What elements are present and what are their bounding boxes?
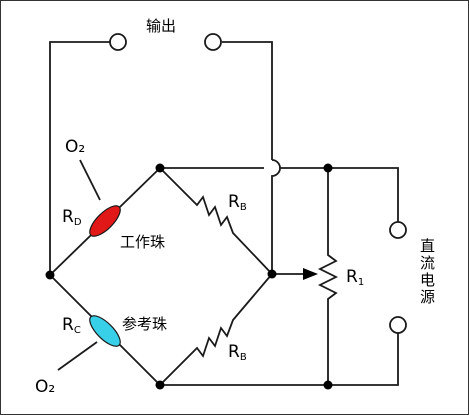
rb-top-main: R <box>228 192 240 212</box>
output-terminal-right <box>204 33 222 51</box>
o2-bottom-label: O₂ <box>35 377 55 397</box>
rd-sub: D <box>74 217 82 228</box>
bottom-rail <box>160 332 399 386</box>
o2-top-label: O₂ <box>65 137 85 157</box>
rb-top-label: RB <box>228 192 247 213</box>
bridge-arm-rb-top <box>159 167 273 275</box>
rd-label: RD <box>62 207 82 228</box>
r1-sub: 1 <box>358 277 364 288</box>
working-bead-label: 工作珠 <box>120 233 165 251</box>
o2-bottom-leader <box>57 341 98 371</box>
dc-terminal-top <box>389 221 407 239</box>
rd-main: R <box>62 207 74 227</box>
o2-top-leader <box>79 159 101 201</box>
junction-right <box>267 269 277 279</box>
junction-r1-top <box>323 163 333 173</box>
reference-bead-label: 参考珠 <box>122 315 167 333</box>
rb-bottom-label: RB <box>228 342 247 363</box>
junction-left <box>45 270 55 280</box>
r1-main: R <box>346 267 358 287</box>
junction-r1-bottom <box>323 380 333 390</box>
output-terminal-left <box>109 33 127 51</box>
rc-label: RC <box>62 315 81 336</box>
right-output-lead <box>222 41 273 160</box>
dc-supply-label: 直流电源 <box>418 238 436 306</box>
left-output-lead <box>49 41 110 275</box>
rc-sub: C <box>74 325 81 336</box>
dc-terminal-bottom <box>389 316 407 334</box>
wire-crossover <box>271 159 281 274</box>
r1-label: R1 <box>346 267 364 288</box>
reference-bead <box>89 315 121 347</box>
potentiometer-r1 <box>317 168 339 385</box>
rb-bottom-main: R <box>228 342 240 362</box>
bridge-arm-rb-bottom <box>159 273 273 386</box>
wiper-arrowhead <box>303 268 318 280</box>
top-rail <box>160 167 399 222</box>
rb-bottom-sub: B <box>240 352 247 363</box>
output-label: 输出 <box>146 17 176 35</box>
rb-top-sub: B <box>240 202 247 213</box>
junction-bottom <box>155 380 165 390</box>
rc-main: R <box>62 315 74 335</box>
working-bead <box>89 205 121 237</box>
junction-top <box>155 163 165 173</box>
